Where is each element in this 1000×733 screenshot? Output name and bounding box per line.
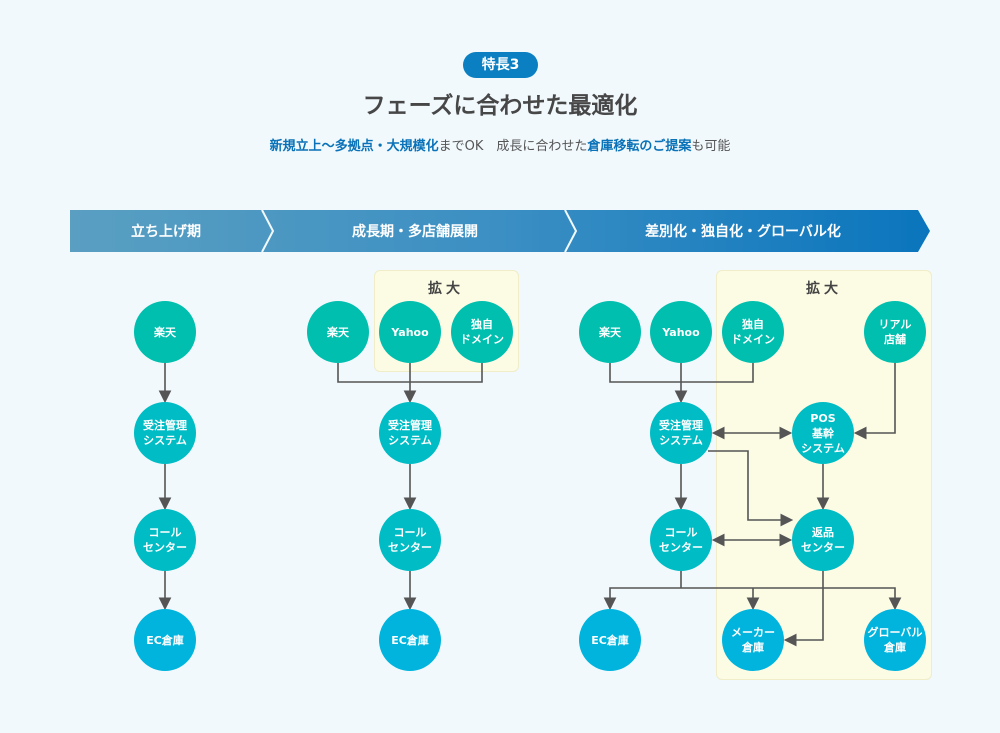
node-call-center: コール センター (650, 509, 712, 571)
node-rakuten: 楽天 (307, 301, 369, 363)
node-order-management: 受注管理 システム (379, 402, 441, 464)
subtitle-highlight-2: 倉庫移転のご提案 (587, 139, 692, 154)
page-title: フェーズに合わせた最適化 (362, 93, 638, 119)
node-ec-warehouse: EC倉庫 (134, 609, 196, 671)
expand-label: 拡大 (806, 281, 842, 297)
node-ec-warehouse: EC倉庫 (579, 609, 641, 671)
subtitle: 新規立上～多拠点・大規模化までOK 成長に合わせた倉庫移転のご提案も可能 (0, 135, 1000, 154)
node-rakuten: 楽天 (134, 301, 196, 363)
node-global-warehouse: グローバル 倉庫 (864, 609, 926, 671)
node-order-management: 受注管理 システム (134, 402, 196, 464)
phase-startup: 立ち上げ期 (131, 224, 201, 240)
node-real-store: リアル 店舗 (864, 301, 926, 363)
node-call-center: コール センター (134, 509, 196, 571)
subtitle-text-2: も可能 (691, 139, 731, 154)
node-pos-system: POS 基幹 システム (792, 402, 854, 464)
node-ec-warehouse: EC倉庫 (379, 609, 441, 671)
node-order-management: 受注管理 システム (650, 402, 712, 464)
node-rakuten: 楽天 (579, 301, 641, 363)
feature-badge: 特長3 (463, 52, 538, 78)
phase-growth: 成長期・多店舗展開 (352, 224, 478, 240)
node-call-center: コール センター (379, 509, 441, 571)
subtitle-text-1: までOK 成長に合わせた (438, 139, 588, 154)
phase-differentiation: 差別化・独自化・グローバル化 (645, 224, 841, 240)
node-yahoo: Yahoo (379, 301, 441, 363)
node-return-center: 返品 センター (792, 509, 854, 571)
node-own-domain: 独自 ドメイン (722, 301, 784, 363)
expand-label: 拡大 (428, 281, 464, 297)
node-maker-warehouse: メーカー 倉庫 (722, 609, 784, 671)
node-yahoo: Yahoo (650, 301, 712, 363)
subtitle-highlight-1: 新規立上～多拠点・大規模化 (269, 139, 439, 154)
node-own-domain: 独自 ドメイン (451, 301, 513, 363)
